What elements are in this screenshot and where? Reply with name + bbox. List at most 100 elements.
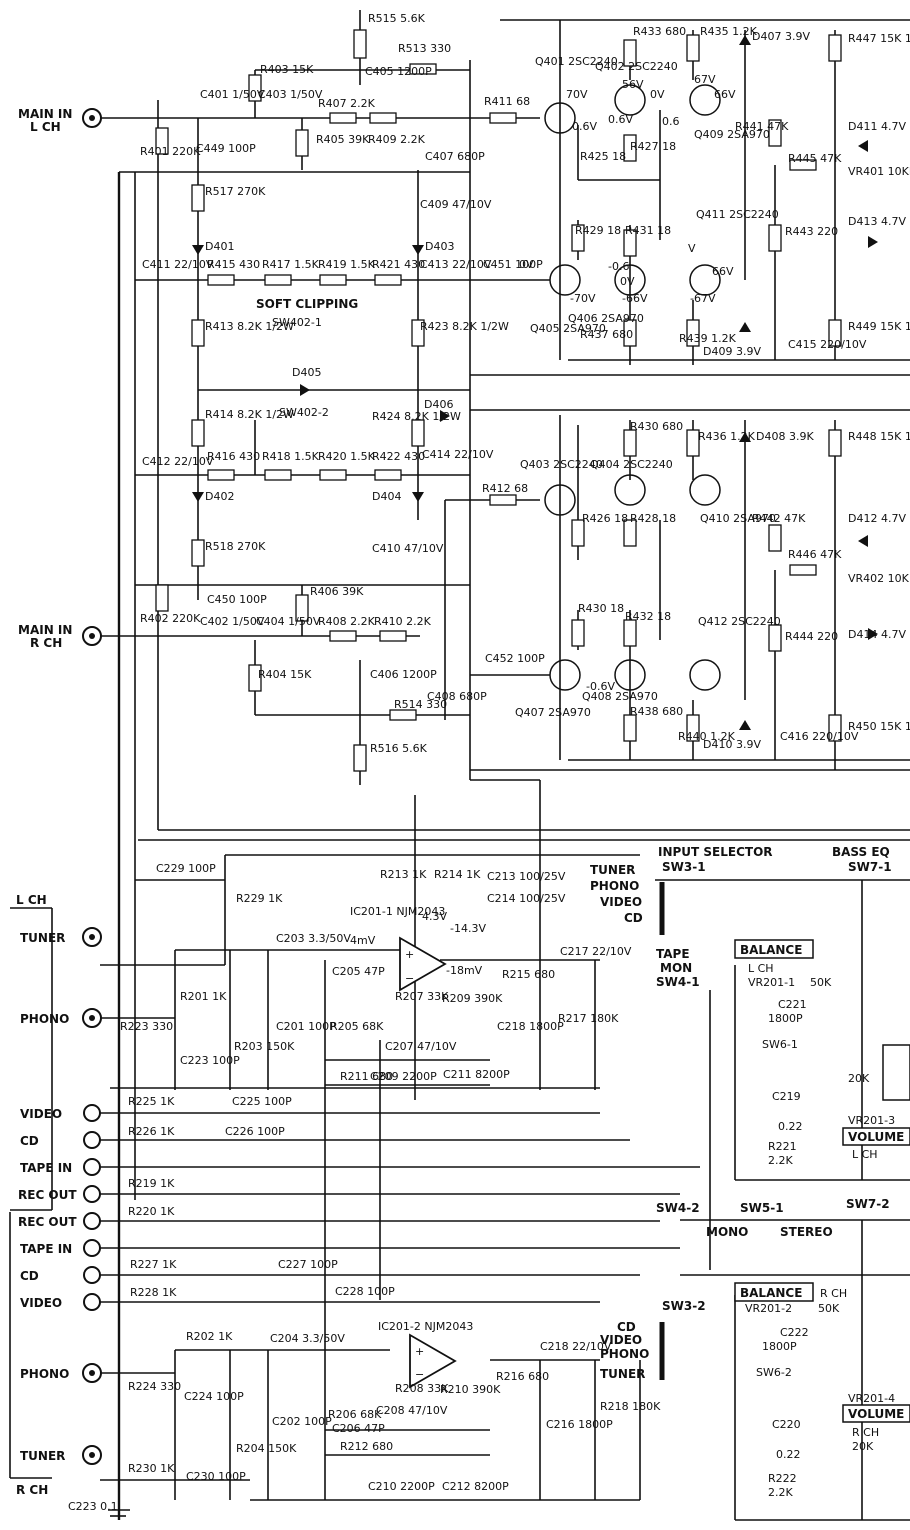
voltage-label: 4.3V xyxy=(422,910,447,923)
sel2-opt-tuner[interactable]: TUNER xyxy=(600,1367,645,1381)
mono-label[interactable]: MONO xyxy=(706,1225,748,1239)
jack-cd-l[interactable] xyxy=(83,1131,101,1149)
main-in-r-channel: R CH xyxy=(30,636,62,650)
sw5-1-label: SW5-1 xyxy=(740,1201,784,1215)
tape-label: TAPE xyxy=(656,947,690,961)
part-r417: R417 1.5K xyxy=(262,258,320,271)
part-d414: D414 4.7V xyxy=(848,628,906,641)
sel-opt-phono[interactable]: PHONO xyxy=(590,879,639,893)
part-c404: C404 1/50V xyxy=(256,615,321,628)
part-c414: C414 22/10V xyxy=(422,448,494,461)
vr201-4-label[interactable]: VR201-4 xyxy=(848,1392,895,1405)
pre-r223: R223 330 xyxy=(120,1020,173,1033)
sel-opt-cd[interactable]: CD xyxy=(624,911,643,925)
part-r430: R430 680 xyxy=(630,420,683,433)
sel2-opt-phono[interactable]: PHONO xyxy=(600,1347,649,1361)
sel-opt-video[interactable]: VIDEO xyxy=(600,895,642,909)
part-d406: D406 xyxy=(424,398,453,411)
sel2-opt-cd[interactable]: CD xyxy=(617,1320,636,1334)
vr201-3-label[interactable]: VR201-3 xyxy=(848,1114,895,1127)
sw6-1-label[interactable]: SW6-1 xyxy=(762,1038,798,1051)
part-vr401: VR401 10KB xyxy=(848,165,910,178)
part-d408: D408 3.9K xyxy=(756,430,814,443)
opamp-ic201-1: +− xyxy=(399,936,447,992)
part-r409: R409 2.2K xyxy=(368,133,426,146)
voltage-label: -18mV xyxy=(446,964,483,977)
sel2-opt-video[interactable]: VIDEO xyxy=(600,1333,642,1347)
stereo-label[interactable]: STEREO xyxy=(780,1225,833,1239)
part-r517: R517 270K xyxy=(205,185,266,198)
pre-r209: R209 390K xyxy=(442,992,503,1005)
part-r430: R430 18 xyxy=(578,602,624,615)
jack-tuner-l[interactable] xyxy=(82,927,102,947)
bass-eq-label: BASS EQ xyxy=(832,845,890,859)
jack-video-r[interactable] xyxy=(83,1293,101,1311)
resistors-upper xyxy=(155,29,842,347)
sw6-2-label[interactable]: SW6-2 xyxy=(756,1366,792,1379)
pre-c218: C218 1800P xyxy=(497,1020,564,1033)
part-d402: D402 xyxy=(205,490,234,503)
diodes xyxy=(192,35,878,730)
jack-cd-r[interactable] xyxy=(83,1266,101,1284)
r222-value: 2.2K xyxy=(768,1486,793,1499)
part-r446: R446 47K xyxy=(788,548,842,561)
part-r414: R414 8.2K 1/2W xyxy=(205,408,294,421)
sw7-2-label: SW7-2 xyxy=(846,1197,890,1211)
voltage-label: 70V xyxy=(566,88,588,101)
volume-l-ch: L CH xyxy=(852,1148,878,1161)
part-r403: R403 15K xyxy=(260,63,314,76)
part-r426: R426 18 xyxy=(582,512,628,525)
balance-l-box xyxy=(734,939,814,959)
part-d403: D403 xyxy=(425,240,454,253)
jack-phono-r[interactable] xyxy=(82,1363,102,1383)
pre-r216: R216 680 xyxy=(496,1370,549,1383)
voltage-label: 56V xyxy=(622,78,644,91)
resistors-lower xyxy=(155,419,842,772)
pre-r207: R207 33K xyxy=(395,990,449,1003)
jack-phono-l-label: PHONO xyxy=(20,1012,69,1026)
part-r427: R427 18 xyxy=(630,140,676,153)
voltage-label: 0.6V xyxy=(572,120,597,133)
jack-rec-out-r[interactable] xyxy=(83,1212,101,1230)
part-c450: C450 100P xyxy=(207,593,267,606)
jack-tape-in-l[interactable] xyxy=(83,1158,101,1176)
part-c407: C407 680P xyxy=(425,150,485,163)
part-r421: R421 430 xyxy=(372,258,425,271)
part-c409: C409 47/10V xyxy=(420,198,492,211)
part-r405: R405 39K xyxy=(316,133,370,146)
pre-c228: C228 100P xyxy=(335,1285,395,1298)
voltage-label: 66V xyxy=(712,265,734,278)
main-in-r-jack[interactable]: MAIN IN R CH xyxy=(18,623,102,650)
jack-tuner-r[interactable] xyxy=(82,1445,102,1465)
pre-r210: R210 390K xyxy=(440,1383,501,1396)
jack-phono-l[interactable] xyxy=(82,1008,102,1028)
c220-label: C220 xyxy=(772,1418,801,1431)
volume-l-box xyxy=(842,1127,910,1146)
vr201-2-label[interactable]: VR201-2 xyxy=(745,1302,792,1315)
part-r449: R449 15K 1W xyxy=(848,320,910,333)
sw4-2-label: SW4-2 xyxy=(656,1201,700,1215)
part-r437: R437 680 xyxy=(580,328,633,341)
main-in-r-label: MAIN IN xyxy=(18,623,72,637)
jack-tape-in-r[interactable] xyxy=(83,1239,101,1257)
jack-video-l[interactable] xyxy=(83,1104,101,1122)
part-r432: R432 18 xyxy=(625,610,671,623)
part-r514: R514 330 xyxy=(394,698,447,711)
pre-c202: C202 100P xyxy=(272,1415,332,1428)
pre-c205: C205 47P xyxy=(332,965,385,978)
part-q409: Q409 2SA970 xyxy=(694,128,770,141)
c221-label: C221 xyxy=(778,998,807,1011)
volume-r-label: VOLUME xyxy=(848,1407,904,1421)
voltage-label: 0.6V xyxy=(608,113,633,126)
vr201-1-label[interactable]: VR201-1 xyxy=(748,976,795,989)
balance-r-ch: R CH xyxy=(820,1287,847,1300)
sel-opt-tuner[interactable]: TUNER xyxy=(590,863,635,877)
jack-rec-out-l[interactable] xyxy=(83,1185,101,1203)
c222-value: 1800P xyxy=(762,1340,797,1353)
voltage-label: -70V xyxy=(570,292,596,305)
part-d412: D412 4.7V xyxy=(848,512,906,525)
pre-r228: R228 1K xyxy=(130,1286,177,1299)
voltage-label: V xyxy=(688,242,696,255)
main-in-l-jack[interactable]: MAIN IN L CH xyxy=(18,107,102,134)
